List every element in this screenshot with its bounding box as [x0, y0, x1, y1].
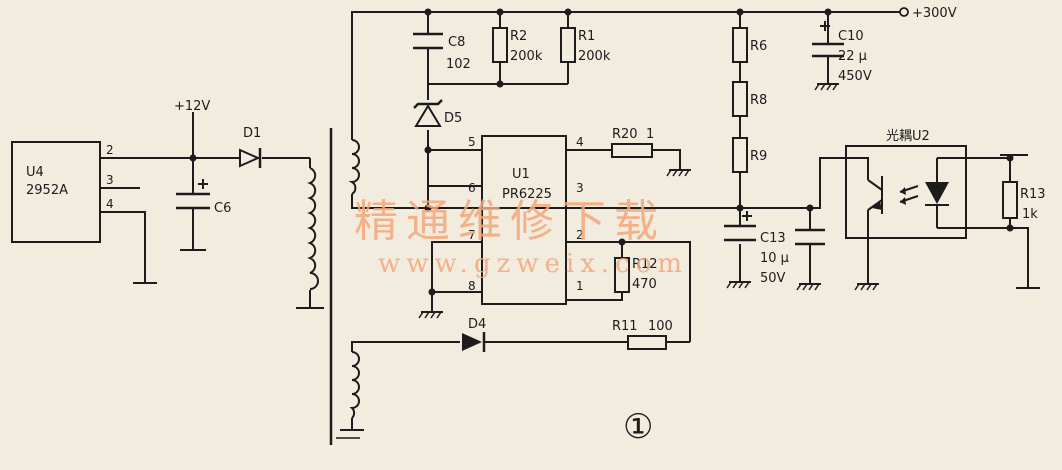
diode-d1: [239, 148, 262, 168]
c10-ref: C10: [838, 29, 864, 44]
c13-voltage: 50V: [760, 271, 786, 286]
resistor-r6: [732, 27, 748, 63]
resistor-r20: [611, 143, 653, 158]
r8-label: R8: [750, 93, 767, 108]
capacitors: [176, 32, 844, 246]
r1-value: 200k: [578, 49, 611, 64]
capacitor-c8: [413, 32, 443, 50]
watermark-text: 精通维修下载: [354, 196, 666, 247]
d5-label: D5: [444, 111, 462, 126]
u4-chip: [11, 141, 101, 243]
r11-ref: R11: [612, 319, 638, 334]
u1-pin-1: 1: [576, 279, 584, 293]
capacitor-c6: [176, 192, 210, 210]
diode-d4: [462, 332, 486, 352]
u1-ref: U1: [512, 167, 530, 182]
optocoupler-u2: [845, 145, 967, 239]
r9-label: R9: [750, 149, 767, 164]
junction-dots: [189, 8, 1014, 296]
r13-value: 1k: [1022, 207, 1038, 222]
polarity-marks: [198, 21, 830, 221]
u1-pin-3: 3: [576, 181, 584, 195]
u1-pin-6: 6: [468, 181, 476, 195]
c6-label: C6: [214, 201, 231, 216]
r11-value: 100: [648, 319, 673, 334]
u1-pin-5: 5: [468, 135, 476, 149]
light-arrow-icon: [900, 197, 906, 205]
c13-ref: C13: [760, 231, 786, 246]
u1-pin-4: 4: [576, 135, 584, 149]
labels: U4 2952A 2 3 4 +12V D1 C6 C8 102 R2 200k…: [26, 6, 1046, 447]
r2-ref: R2: [510, 29, 527, 44]
resistor-r12: [614, 257, 630, 293]
u1-pin-2: 2: [576, 228, 584, 242]
r2-value: 200k: [510, 49, 543, 64]
auxiliary-winding: [349, 351, 360, 419]
transformer: [307, 139, 360, 419]
opto-arrow-icon: [872, 201, 882, 210]
resistor-r11: [627, 335, 667, 350]
supply-rail-label: +300V: [912, 6, 957, 21]
resistor-r2: [492, 27, 508, 63]
r6-label: R6: [750, 39, 767, 54]
r13-ref: R13: [1020, 187, 1046, 202]
u4-pin-2: 2: [106, 143, 114, 157]
secondary-winding: [307, 167, 319, 290]
u1-chip: [481, 135, 567, 305]
resistors: [492, 27, 1018, 350]
terminal-300v: [899, 7, 909, 17]
u1-pin-7: 7: [468, 228, 476, 242]
c10-voltage: 450V: [838, 69, 872, 84]
resistor-r8: [732, 81, 748, 117]
c8-ref: C8: [448, 35, 465, 50]
r1-ref: R1: [578, 29, 595, 44]
d4-label: D4: [468, 317, 486, 332]
d1-label: D1: [243, 126, 261, 141]
u2-label: 光耦U2: [886, 129, 930, 144]
capacitor-c13: [724, 224, 756, 242]
opto-led-icon: [925, 182, 949, 204]
resistor-r9: [732, 137, 748, 173]
light-arrow-icon: [900, 187, 906, 195]
r12-ref: R12: [632, 257, 658, 272]
u1-part: PR6225: [502, 187, 552, 202]
figure-number: ①: [623, 407, 653, 447]
capacitor-feedback: [795, 228, 825, 246]
aux-rail-label: +12V: [174, 99, 210, 114]
u4-pin-3: 3: [106, 173, 114, 187]
watermark-url: www.gzweix.com: [378, 249, 688, 279]
ground-symbols: [133, 83, 1040, 319]
u4-pin-4: 4: [106, 197, 114, 211]
c13-value: 10 μ: [760, 251, 789, 266]
c8-value: 102: [446, 57, 471, 72]
primary-winding: [348, 139, 360, 195]
u4-ref: U4: [26, 165, 44, 180]
r20-value: 1: [646, 127, 654, 142]
u4-part: 2952A: [26, 183, 68, 198]
capacitor-c10: [812, 42, 844, 58]
watermark: 精通维修下载 www.gzweix.com: [354, 196, 688, 279]
c10-value: 22 μ: [838, 49, 867, 64]
r20-ref: R20: [612, 127, 638, 142]
zener-d5: [413, 99, 443, 127]
r12-value: 470: [632, 277, 657, 292]
u1-pin-8: 8: [468, 279, 476, 293]
resistor-r1: [560, 27, 576, 63]
resistor-r13: [1002, 181, 1018, 219]
